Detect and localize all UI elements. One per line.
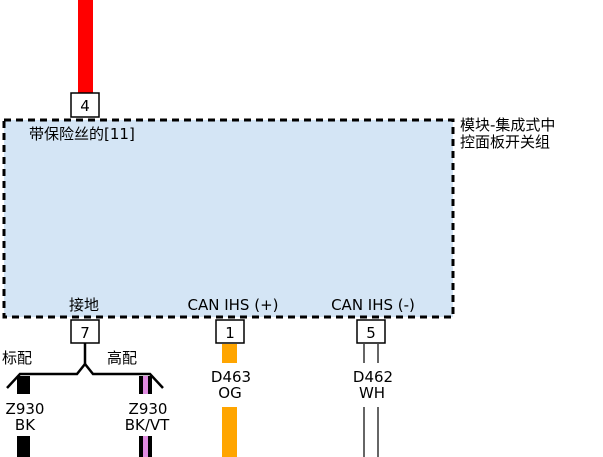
module-box — [2, 118, 455, 319]
pin-number-ground: 7 — [80, 324, 90, 342]
ground-split-connector — [6, 343, 164, 389]
module-name-line1: 模块-集成式中 — [460, 116, 555, 134]
wire-d463-code: D463 — [211, 368, 251, 386]
pin-label-can-minus: CAN IHS (-) — [331, 296, 415, 314]
wire-z930-std-upper — [17, 376, 30, 394]
pin-number-top: 4 — [80, 97, 90, 115]
option-high-label: 高配 — [107, 349, 137, 367]
pin-label-ground: 接地 — [69, 296, 99, 314]
wire-d463-color: OG — [218, 384, 241, 402]
wire-d462-code: D462 — [353, 368, 393, 386]
wire-z930-high-code: Z930 — [129, 400, 168, 418]
wire-z930-std-color: BK — [15, 416, 36, 434]
pin-label-can-plus: CAN IHS (+) — [188, 296, 279, 314]
wire-d462-color: WH — [359, 384, 385, 402]
fuse-label: 带保险丝的[11] — [29, 125, 135, 143]
pin-number-can-minus: 5 — [366, 324, 376, 342]
wire-d463-upper — [222, 344, 237, 363]
module-name-line2: 控面板开关组 — [460, 133, 550, 151]
wire-d462-lower — [363, 407, 379, 457]
wire-z930-std-lower — [17, 436, 30, 457]
wire-z930-high-upper-stripe — [143, 376, 148, 394]
wire-z930-std-code: Z930 — [6, 400, 45, 418]
option-standard-label: 标配 — [2, 349, 32, 367]
pin-number-can-plus: 1 — [225, 324, 235, 342]
pin-box-can-plus[interactable] — [215, 319, 245, 344]
wire-d462-upper — [363, 344, 379, 363]
wire-d463-lower — [222, 407, 237, 457]
pin-box-can-minus[interactable] — [356, 319, 386, 344]
top-power-wire — [78, 0, 93, 93]
wire-z930-high-lower-stripe — [143, 436, 148, 457]
wire-z930-high-color: BK/VT — [125, 416, 170, 434]
pin-box-top[interactable] — [70, 92, 100, 118]
